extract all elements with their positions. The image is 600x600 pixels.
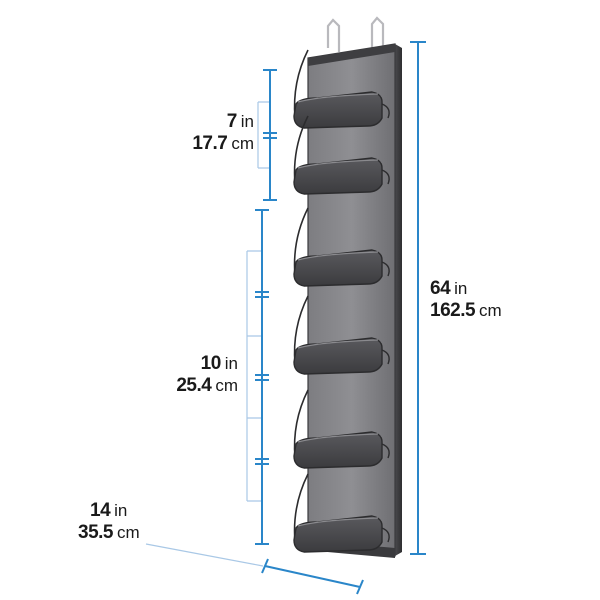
pocket [293, 295, 390, 375]
pocket [293, 115, 390, 195]
total-height-cm-unit: cm [479, 300, 502, 320]
pocket-rows [293, 49, 390, 553]
pocket-height-in-value: 7 [226, 111, 238, 132]
pocket-spacing-cm-value: 25.4 [176, 374, 212, 396]
pocket [293, 473, 390, 553]
total-height-in-value: 64 [430, 278, 451, 299]
pocket-height-cm-unit: cm [231, 133, 254, 153]
pocket-height-in-unit: in [240, 112, 254, 131]
pocket-spacing-in-value: 10 [200, 353, 222, 374]
width-in-unit: in [114, 501, 128, 520]
width-cm-value: 35.5 [78, 521, 113, 543]
pocket-spacing-in-unit: in [224, 354, 238, 373]
width-in-value: 14 [90, 500, 111, 521]
pocket-spacing-cm-unit: cm [215, 375, 238, 395]
width-cm-unit: cm [116, 522, 140, 542]
total-height-cm-value: 162.5 [430, 299, 476, 321]
pocket [293, 389, 390, 469]
dimension-lines [145, 41, 426, 595]
pocket-height-cm-value: 17.7 [192, 132, 228, 154]
pocket [293, 207, 390, 287]
door-hook-icon [326, 16, 385, 52]
total-height-in-unit: in [454, 279, 468, 298]
pocket [293, 49, 390, 129]
